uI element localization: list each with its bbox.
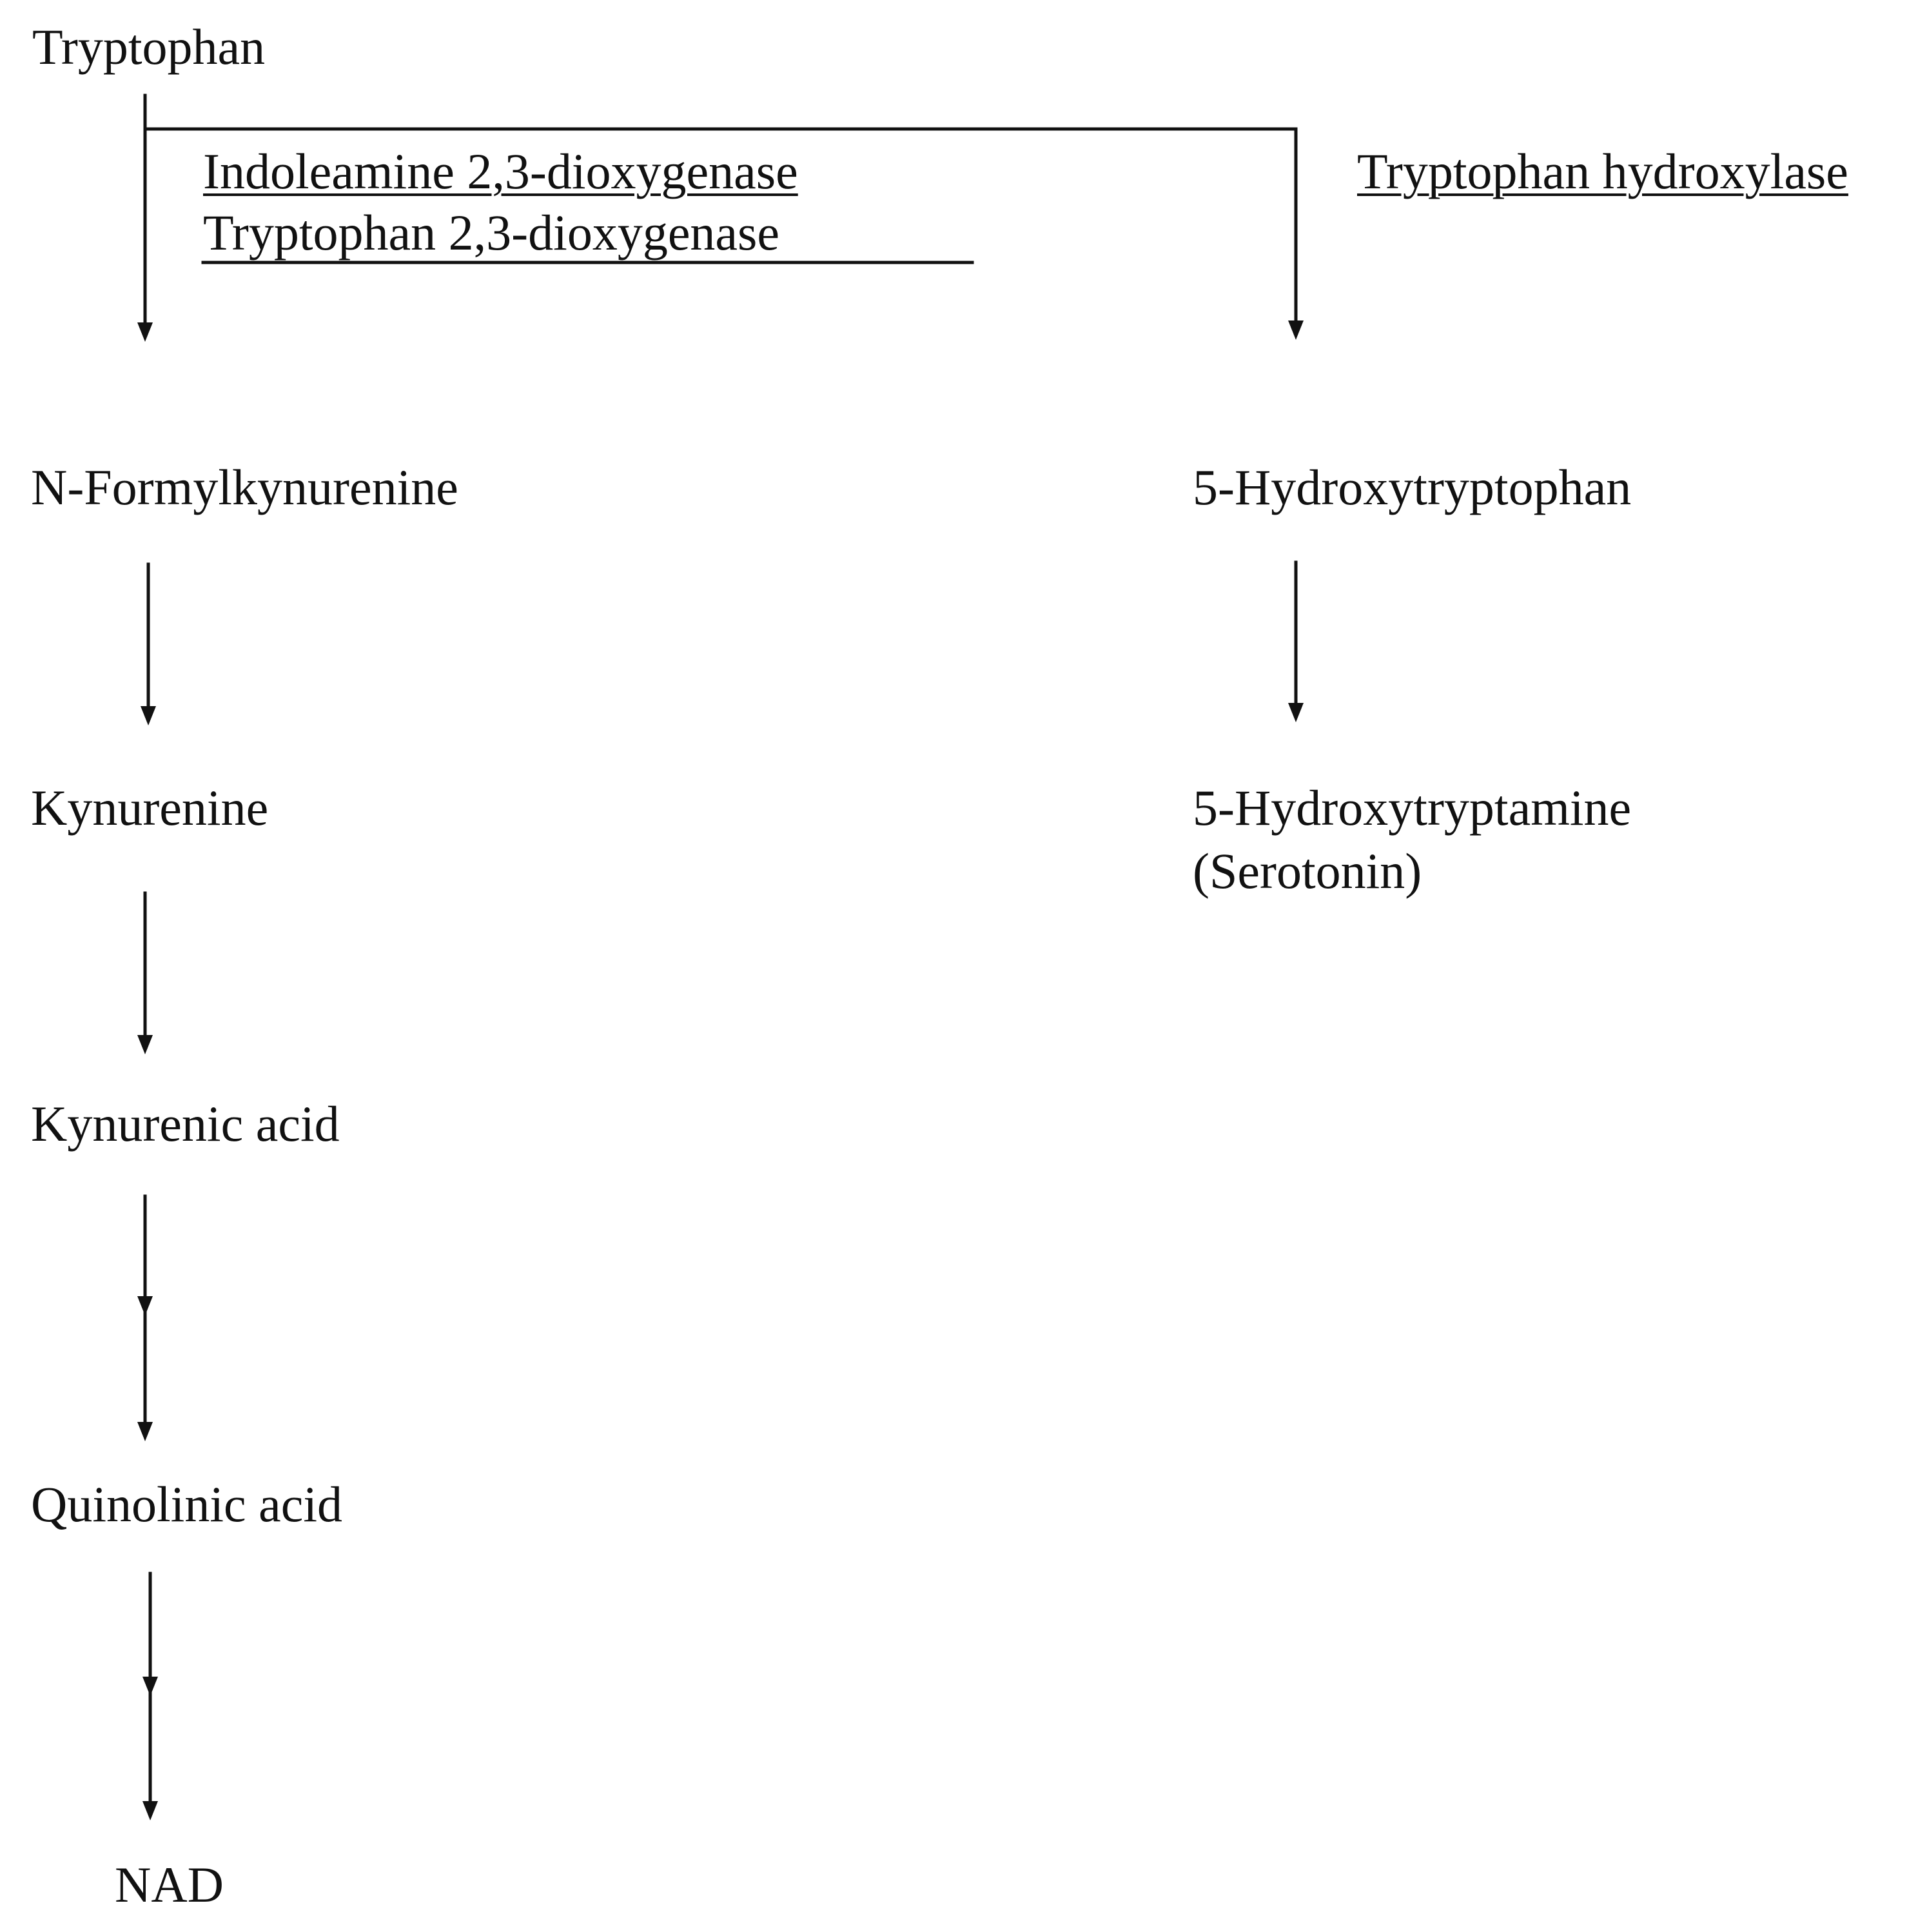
arrowhead-kynurenine [141, 706, 156, 725]
node-nad: NAD [115, 1857, 224, 1913]
node-kynurenic-acid: Kynurenic acid [31, 1096, 340, 1152]
arrowhead-nad [142, 1801, 158, 1820]
node-kynurenine: Kynurenine [31, 780, 269, 836]
node-5-hydroxytryptamine: 5-Hydroxytryptamine [1193, 780, 1632, 836]
arrowhead-intermediate-step-1 [137, 1296, 153, 1316]
node-quinolinic-acid: Quinolinic acid [31, 1476, 343, 1532]
arrowhead-5-hydroxytryptophan [1288, 320, 1304, 340]
arrowhead-intermediate-step-2 [142, 1677, 158, 1696]
enzyme-tryptophan-dioxygenase: Tryptophan 2,3-dioxygenase [203, 204, 780, 261]
node-serotonin: (Serotonin) [1193, 843, 1422, 899]
node-tryptophan: Tryptophan [32, 19, 266, 75]
arrowhead-n-formylkynurenine [137, 322, 153, 342]
enzyme-indoleamine-dioxygenase: Indoleamine 2,3-dioxygenase [203, 143, 798, 199]
enzyme-tryptophan-hydroxylase: Tryptophan hydroxylase [1357, 143, 1848, 199]
arrowhead-kynurenic-acid [137, 1035, 153, 1054]
node-n-formylkynurenine: N-Formylkynurenine [31, 459, 458, 515]
arrowhead-5-hydroxytryptamine [1288, 703, 1304, 722]
arrowhead-quinolinic-acid [137, 1422, 153, 1441]
node-5-hydroxytryptophan: 5-Hydroxytryptophan [1193, 459, 1632, 515]
